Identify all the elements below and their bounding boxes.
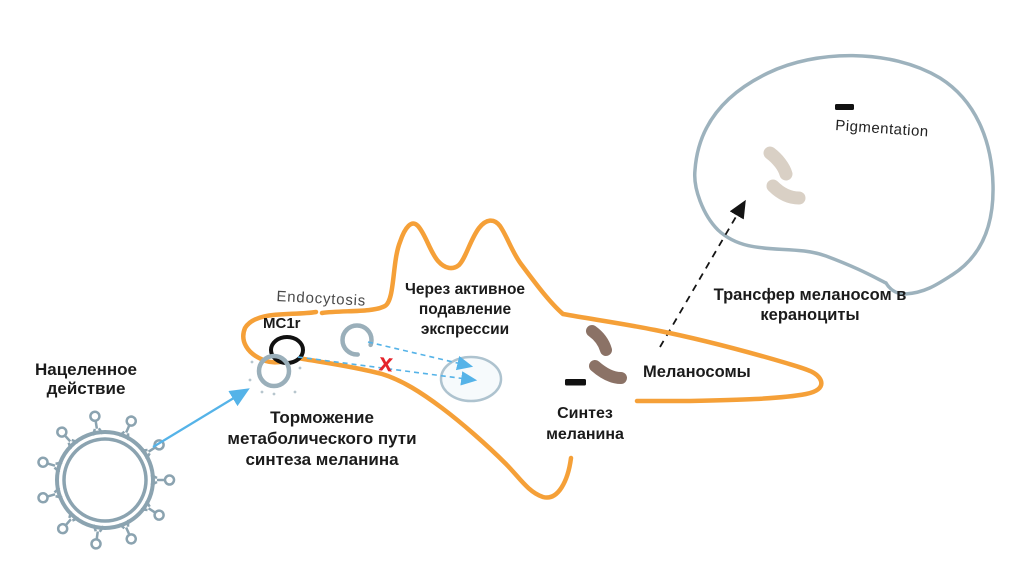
label-melanosomes: Меланосомы	[643, 363, 751, 381]
label-line: Через активное	[404, 281, 526, 298]
internal-vesicle-icon	[340, 323, 374, 357]
blocked-pathway-x-icon: x	[377, 348, 395, 378]
label-pathway-inhibition: Торможение метаболического пути синтеза …	[226, 407, 418, 470]
label-line: Синтез	[557, 405, 613, 422]
liposome-nanoparticle-icon	[36, 409, 176, 551]
synthesis-minus-icon	[565, 379, 586, 386]
mc1r-receptor-icon	[269, 335, 305, 365]
endocytosis-vesicle-icon	[256, 353, 292, 389]
label-mc1r-receptor: MC1r	[263, 315, 301, 332]
label-line: кераноциты	[760, 306, 860, 324]
label-targeted-action: Нацеленное действие	[14, 360, 158, 398]
label-melanin-synthesis: Синтез меланина	[534, 403, 636, 445]
melanocyte-cell-outline-bottom	[241, 309, 574, 500]
melanosome-transfer-arrow	[659, 199, 746, 348]
label-line: Трансфер меланосом в	[713, 286, 907, 304]
pigmentation-minus-icon	[835, 104, 854, 110]
label-melanosome-transfer: Трансфер меланосом в кераноциты	[709, 285, 911, 325]
label-line: метаболического пути	[227, 429, 417, 448]
label-line: Торможение	[270, 408, 374, 427]
label-active-suppression: Через активное подавление экспрессии	[394, 280, 536, 340]
vesicle-speckles	[248, 360, 302, 396]
melanosome-icon	[589, 360, 627, 384]
keratinocyte-cell-outline	[693, 53, 995, 296]
label-line: синтеза меланина	[245, 450, 399, 469]
label-line: Нацеленное	[34, 360, 138, 379]
label-line: меланина	[546, 426, 624, 443]
melanosome-icon	[586, 325, 612, 356]
label-line: экспрессии	[420, 321, 510, 338]
label-line: подавление	[418, 301, 512, 318]
label-line: действие	[46, 379, 126, 398]
suppression-arrow-lower	[297, 356, 478, 386]
faded-melanosome-icon	[766, 179, 806, 205]
melanocyte-cell-outline-top	[319, 218, 824, 404]
faded-melanosome-icon	[763, 146, 793, 181]
targeting-arrow	[152, 388, 250, 448]
